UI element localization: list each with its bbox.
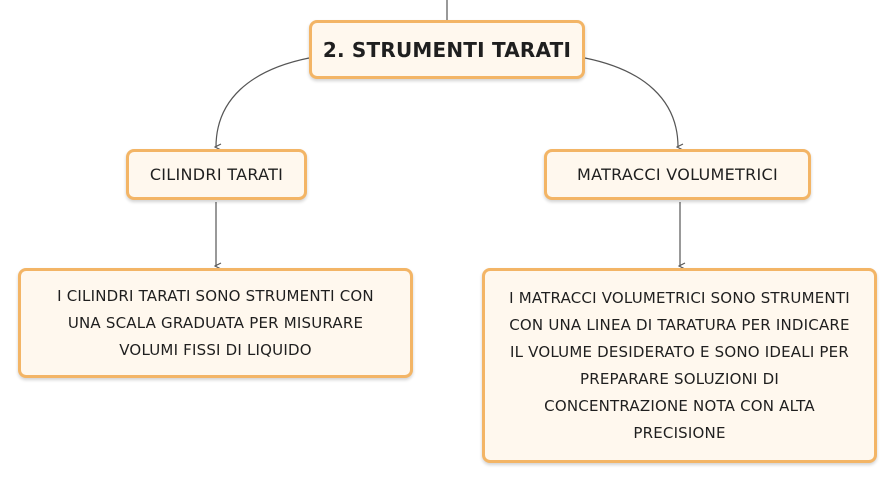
description-line: I MATRACCI VOLUMETRICI SONO STRUMENTI <box>509 288 850 307</box>
connector-root-to-cilindri <box>216 57 310 147</box>
branch-node-cilindri-tarati[interactable]: CILINDRI TARATI <box>126 149 307 200</box>
branch-node-label: MATRACCI VOLUMETRICI <box>576 165 779 184</box>
description-line: CONCENTRAZIONE NOTA CON ALTA <box>544 396 815 415</box>
description-node-cilindri-tarati[interactable]: I CILINDRI TARATI SONO STRUMENTI CON UNA… <box>18 268 413 378</box>
description-line: PREPARARE SOLUZIONI DI <box>580 369 779 388</box>
description-node-matracci-volumetrici[interactable]: I MATRACCI VOLUMETRICI SONO STRUMENTI CO… <box>482 268 877 463</box>
description-text: I MATRACCI VOLUMETRICI SONO STRUMENTI CO… <box>509 285 850 447</box>
description-line: VOLUMI FISSI DI LIQUIDO <box>119 340 312 359</box>
root-node-label: 2. STRUMENTI TARATI <box>322 37 572 62</box>
description-text: I CILINDRI TARATI SONO STRUMENTI CON UNA… <box>57 283 374 364</box>
description-line: I CILINDRI TARATI SONO STRUMENTI CON <box>57 286 374 305</box>
connector-root-to-matracci <box>584 57 678 147</box>
description-line: CON UNA LINEA DI TARATURA PER INDICARE <box>509 315 850 334</box>
description-line: PRECISIONE <box>633 423 726 442</box>
description-line: IL VOLUME DESIDERATO E SONO IDEALI PER <box>510 342 849 361</box>
branch-node-matracci-volumetrici[interactable]: MATRACCI VOLUMETRICI <box>544 149 811 200</box>
root-node[interactable]: 2. STRUMENTI TARATI <box>309 20 585 79</box>
description-line: UNA SCALA GRADUATA PER MISURARE <box>67 313 364 332</box>
branch-node-label: CILINDRI TARATI <box>149 165 284 184</box>
